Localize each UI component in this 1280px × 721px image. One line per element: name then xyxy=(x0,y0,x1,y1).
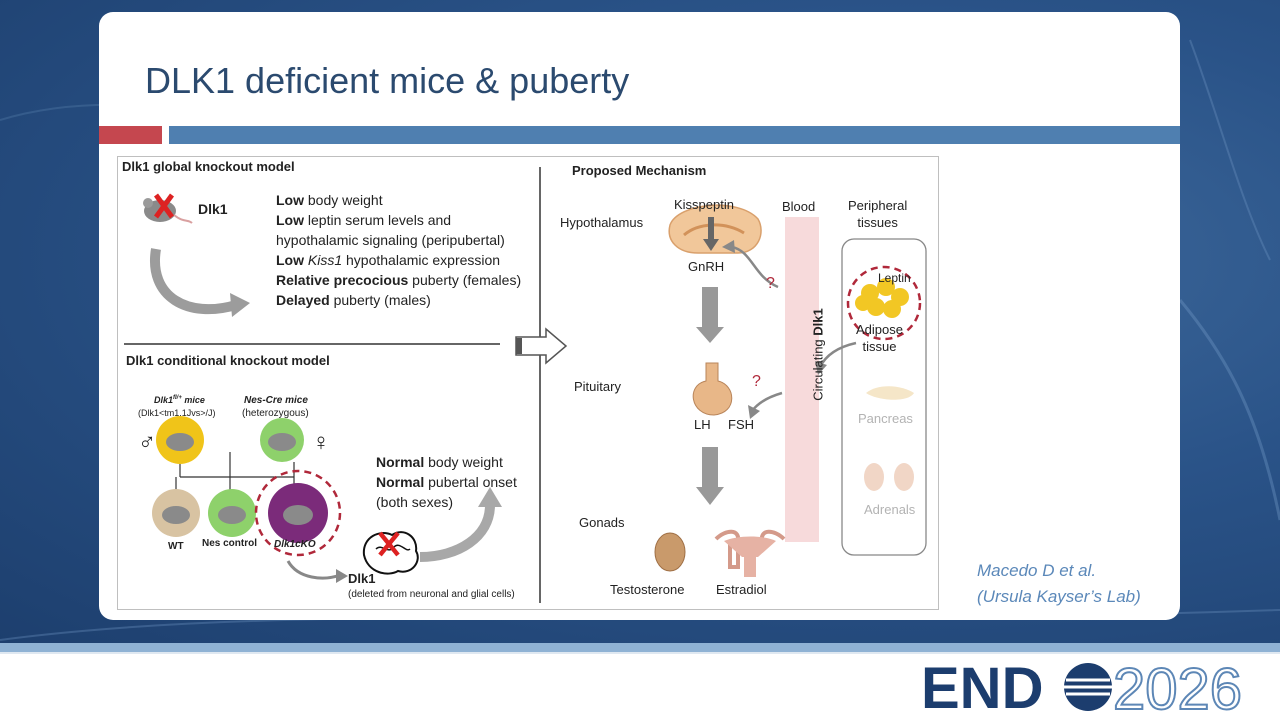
kisspeptin-label: Kisspeptin xyxy=(674,197,734,212)
global-finding-3: hypothalamic signaling (peripubertal) xyxy=(276,232,505,248)
conditional-finding-1: Normal body weight xyxy=(376,454,503,470)
fsh-label: FSH xyxy=(728,417,754,432)
global-finding-6: Delayed puberty (males) xyxy=(276,292,431,308)
gonads-label: Gonads xyxy=(579,515,625,530)
endo-2026-logo: END 2026 xyxy=(921,656,1271,721)
testosterone-label: Testosterone xyxy=(610,582,685,597)
hollow-right-arrow xyxy=(515,327,568,365)
citation: Macedo D et al. (Ursula Kayser’s Lab) xyxy=(977,558,1141,610)
adipose-fat-cells-icon xyxy=(855,278,909,318)
blood-label: Blood xyxy=(782,199,816,214)
parent2-note: (heterozygous) xyxy=(242,408,309,419)
endo-logo-graphic: END 2026 xyxy=(921,656,1243,721)
footer-band-light xyxy=(0,652,1280,654)
footer-band xyxy=(0,643,1280,653)
blood-column xyxy=(785,217,819,542)
conditional-findings-list: Normal body weight Normal pubertal onset… xyxy=(376,452,517,512)
pancreas-label: Pancreas xyxy=(858,411,913,426)
estradiol-label: Estradiol xyxy=(716,582,767,597)
adrenals-label: Adrenals xyxy=(864,502,916,517)
slide-title: DLK1 deficient mice & puberty xyxy=(145,60,630,101)
gnrh-label: GnRH xyxy=(688,259,725,274)
adipose-highlight-ring xyxy=(846,265,922,341)
deleted-gene-label: Dlk1 xyxy=(348,571,376,586)
parent2-name: Nes-Cre mice xyxy=(244,395,308,406)
offspring-wt-label: WT xyxy=(168,541,184,552)
offspring-nes-control-label: Nes control xyxy=(202,538,258,549)
arrow-cko-to-dlk1 xyxy=(286,560,341,580)
mechanism-heading: Proposed Mechanism xyxy=(572,163,707,178)
conditional-finding-3: (both sexes) xyxy=(376,494,454,510)
adrenals-icon xyxy=(864,463,914,491)
figure-graphics xyxy=(124,167,927,603)
parent1-name: Dlk1fl/+ mice xyxy=(154,395,205,405)
peripheral-tissues-box xyxy=(841,238,927,556)
question-mark-pituitary: ? xyxy=(752,373,761,390)
leptin-label: Leptin xyxy=(878,271,911,285)
x-mark-icon-global xyxy=(153,193,175,219)
hollow-arrow-tail xyxy=(516,338,522,354)
hypothalamus-brain-icon xyxy=(668,204,762,254)
cko-highlight-ring xyxy=(254,469,342,557)
arrow-gnrh-to-pituitary xyxy=(696,327,724,343)
title-accent-bar-red xyxy=(99,126,162,144)
global-model-heading: Dlk1 global knockout model xyxy=(122,159,295,174)
conditional-model-heading: Dlk1 conditional knockout model xyxy=(126,353,330,368)
curved-arrow-conditional xyxy=(419,504,495,562)
title-accent-bar-blue xyxy=(169,126,1180,144)
global-finding-2: Low leptin serum levels and xyxy=(276,212,452,228)
pancreas-icon xyxy=(866,386,914,400)
citation-line-2: (Ursula Kayser’s Lab) xyxy=(977,587,1141,606)
global-gene-label: Dlk1 xyxy=(198,201,228,217)
female-symbol: ♀ xyxy=(312,429,330,456)
slide-card: DLK1 deficient mice & puberty xyxy=(99,12,1180,620)
offspring-cko-label: Dlk1cKO xyxy=(274,539,316,550)
global-finding-1: Low body weight xyxy=(276,192,383,208)
x-mark-icon-brain xyxy=(378,531,400,557)
hypothalamus-label: Hypothalamus xyxy=(560,215,644,230)
lh-label: LH xyxy=(694,417,711,432)
arrow-blood-to-hypothalamus xyxy=(731,245,779,289)
male-symbol: ♂ xyxy=(138,429,156,456)
testis-icon xyxy=(654,532,686,572)
curved-arrow-global xyxy=(149,248,238,315)
arrow-blood-to-pituitary xyxy=(751,391,783,412)
conditional-finding-2: Normal pubertal onset xyxy=(376,474,517,490)
arrow-pituitary-to-gonads xyxy=(696,487,724,505)
logo-year: 2026 xyxy=(1113,657,1242,716)
global-findings-list: Low body weight Low leptin serum levels … xyxy=(276,190,521,310)
pituitary-label: Pituitary xyxy=(574,379,621,394)
figure-panel: Dlk1 global knockout model Dlk1 Low body… xyxy=(117,156,939,610)
logo-word: END xyxy=(921,656,1043,716)
uterus-icon xyxy=(714,529,786,577)
pituitary-icon xyxy=(692,362,733,416)
citation-line-1: Macedo D et al. xyxy=(977,561,1097,580)
deleted-gene-note: (deleted from neuronal and glial cells) xyxy=(348,589,515,600)
circulating-dlk1-label: Circulating Dlk1 xyxy=(810,308,826,401)
global-finding-5: Relative precocious puberty (females) xyxy=(276,272,522,288)
global-finding-4: Low Kiss1 hypothalamic expression xyxy=(276,252,501,268)
question-mark-hypothalamus: ? xyxy=(766,275,775,292)
parent1-allele: (Dlk1<tm1.1Jvs>/J) xyxy=(138,408,216,418)
